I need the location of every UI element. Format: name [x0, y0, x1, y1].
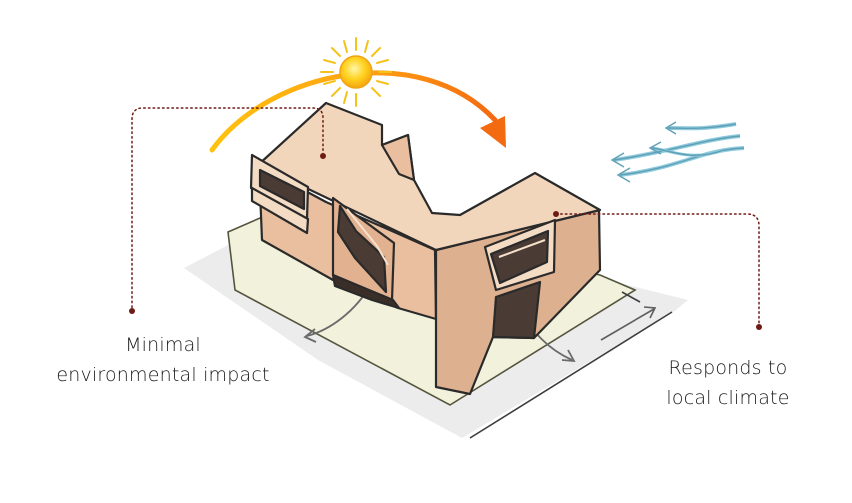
building: [249, 101, 602, 396]
callout-leader-right: [553, 211, 762, 330]
callout-leader-left: [129, 107, 326, 314]
annotation-minimal-impact-line1: Minimal: [125, 334, 201, 356]
annotation-minimal-impact-line2: environmental impact: [56, 364, 270, 386]
wind-icon: [610, 121, 745, 183]
annotation-climate-response-line2: local climate: [666, 387, 790, 409]
sun-icon: [320, 37, 392, 107]
annotation-climate-response: Responds to local climate: [628, 353, 828, 413]
annotation-climate-response-line1: Responds to: [668, 357, 788, 379]
annotation-minimal-impact: Minimal environmental impact: [28, 330, 298, 390]
